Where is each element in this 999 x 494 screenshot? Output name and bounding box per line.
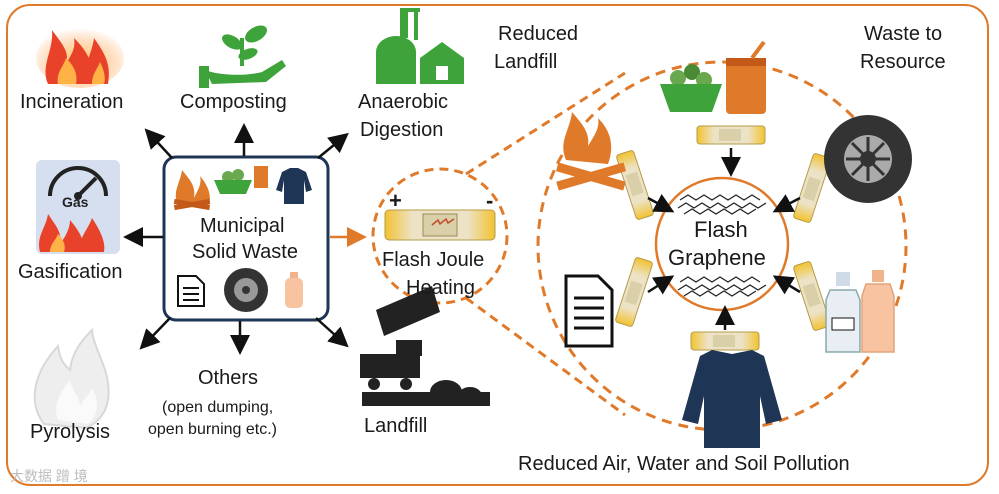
graphene-arrows (647, 148, 801, 330)
battery-minus: - (486, 188, 494, 213)
arrow-pyrolysis (139, 317, 171, 350)
plant-hand-icon (199, 25, 286, 88)
campfire-icon (555, 112, 627, 191)
graphene-icon-lower (677, 276, 767, 297)
label-fjh-2: Heating (406, 277, 475, 299)
watermark: 大数据 蹭 境 (10, 468, 88, 484)
graphene-icon (677, 194, 767, 215)
document-icon (564, 274, 614, 348)
label-graphene: Graphene (668, 245, 766, 270)
zoom-line-bottom (465, 296, 626, 417)
label-waste-resource-2: Resource (860, 51, 946, 73)
food-bowl-icon (660, 40, 766, 114)
label-composting: Composting (180, 91, 287, 113)
outcome-arrows (123, 123, 349, 355)
flame-icon (33, 327, 110, 430)
gas-label: Gas (62, 194, 89, 210)
label-fjh-1: Flash Joule (382, 249, 485, 271)
label-msw-2: Solid Waste (192, 241, 298, 263)
arrow-incineration (144, 128, 173, 159)
label-others-3: open burning etc.) (148, 421, 277, 438)
center-fire-icon (173, 170, 211, 211)
graphene-circle (654, 176, 790, 312)
label-anaerobic-1: Anaerobic (358, 91, 449, 113)
label-landfill: Landfill (364, 415, 428, 437)
label-flash: Flash (694, 217, 748, 242)
label-msw-1: Municipal (200, 215, 285, 237)
arrow-anaerobic (317, 132, 349, 159)
label-reduced-landfill-2: Landfill (494, 51, 558, 73)
shirt-icon (682, 350, 782, 448)
center-tire-icon (224, 268, 268, 312)
battery-icon (384, 209, 496, 241)
arrow-landfill (315, 317, 349, 348)
bottle-icon (825, 270, 895, 353)
biogas-plant-icon (376, 8, 464, 84)
battery-upper-left (616, 150, 654, 220)
label-gasification: Gasification (18, 261, 123, 283)
tire-icon (824, 115, 912, 203)
battery-lower-left (615, 257, 653, 327)
center-shirt-icon (276, 168, 312, 204)
label-reduced-landfill-1: Reduced (498, 23, 579, 45)
center-document-icon (177, 275, 205, 307)
battery-bottom (690, 331, 760, 351)
label-incineration: Incineration (20, 91, 124, 113)
battery-upper-right (793, 153, 831, 223)
label-reduced-pollution: Reduced Air, Water and Soil Pollution (518, 453, 850, 475)
label-waste-resource-1: Waste to (864, 23, 943, 45)
center-bottle-icon (285, 272, 303, 308)
dump-truck-icon (360, 286, 490, 406)
battery-top (696, 125, 766, 145)
label-others: Others (198, 367, 259, 389)
label-anaerobic-2: Digestion (360, 119, 444, 141)
fire-icon (36, 28, 124, 88)
diagram-frame (6, 4, 989, 486)
gauge-icon (36, 160, 120, 254)
battery-plus: + (389, 188, 402, 213)
center-food-icon (214, 166, 268, 194)
zoom-line-top (465, 71, 626, 176)
battery-lower-right (793, 261, 831, 331)
label-pyrolysis: Pyrolysis (30, 421, 111, 443)
label-others-2: (open dumping, (162, 399, 274, 416)
